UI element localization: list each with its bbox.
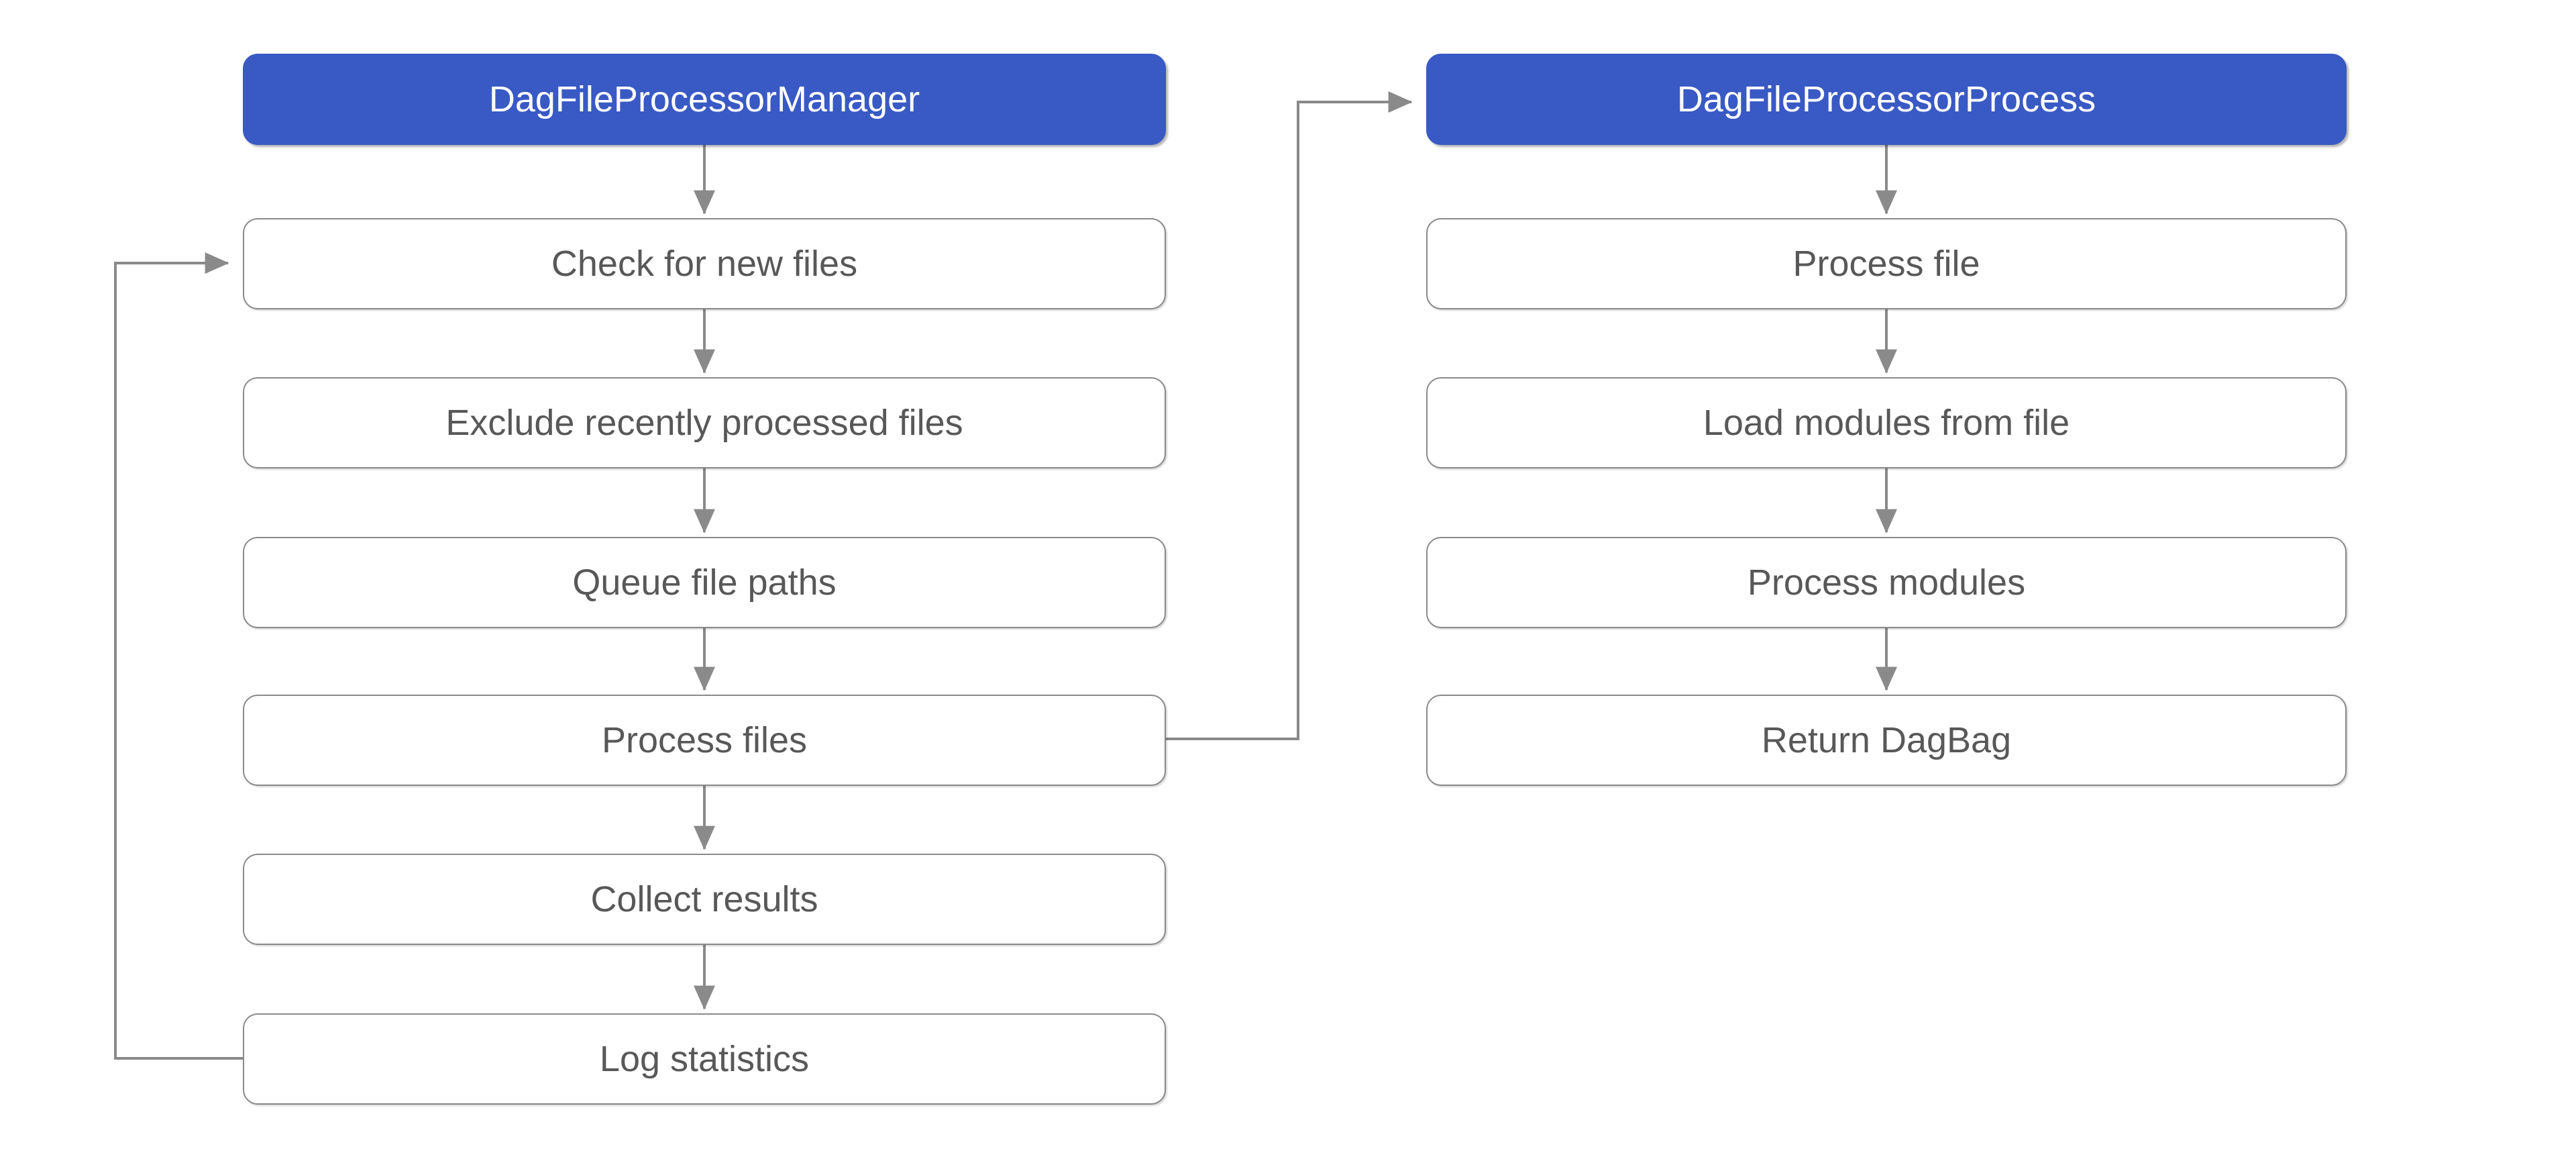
node-label: DagFileProcessorProcess <box>1676 79 2096 119</box>
node-process-files[interactable]: Process files <box>243 695 1166 786</box>
node-label: Load modules from file <box>1703 402 2070 443</box>
node-exclude-recently-processed-files[interactable]: Exclude recently processed files <box>243 377 1166 468</box>
node-label: Queue file paths <box>572 562 837 603</box>
node-dagfileprocessormanager[interactable]: DagFileProcessorManager <box>243 54 1166 145</box>
node-load-modules-from-file[interactable]: Load modules from file <box>1426 377 2347 468</box>
node-process-file[interactable]: Process file <box>1426 218 2347 309</box>
node-label: Exclude recently processed files <box>445 402 963 443</box>
node-process-modules[interactable]: Process modules <box>1426 537 2347 628</box>
node-label: Check for new files <box>551 243 858 284</box>
node-label: Process files <box>601 719 808 760</box>
node-label: Collect results <box>590 878 818 919</box>
node-label: DagFileProcessorManager <box>488 79 920 119</box>
node-queue-file-paths[interactable]: Queue file paths <box>243 537 1166 628</box>
node-dagfileprocessorprocess[interactable]: DagFileProcessorProcess <box>1426 54 2347 145</box>
node-collect-results[interactable]: Collect results <box>243 854 1166 945</box>
edge-processfiles-to-processorprocess <box>1166 91 1413 740</box>
node-label: Process modules <box>1747 562 2026 603</box>
node-check-for-new-files[interactable]: Check for new files <box>243 218 1166 309</box>
node-return-dagbag[interactable]: Return DagBag <box>1426 695 2347 786</box>
node-log-statistics[interactable]: Log statistics <box>243 1013 1166 1105</box>
edge-log-to-check-loop <box>114 252 243 1060</box>
node-label: Process file <box>1792 243 1980 284</box>
node-label: Log statistics <box>599 1038 810 1079</box>
node-label: Return DagBag <box>1761 719 2012 760</box>
